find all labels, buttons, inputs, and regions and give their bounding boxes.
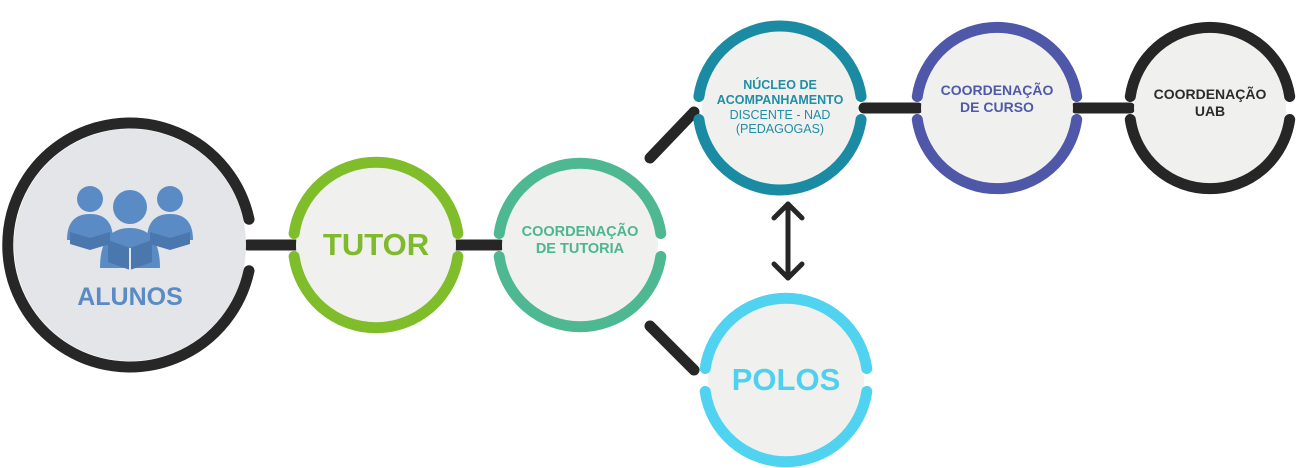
label-subline: DISCENTE - NAD [729, 107, 831, 122]
students-icon [67, 186, 193, 270]
label-tutor: TUTOR [296, 227, 456, 264]
label-line: POLOS [731, 362, 841, 397]
double-arrow-icon [771, 201, 805, 281]
label-line: NÚCLEO DE [743, 78, 817, 92]
label-line: DE TUTORIA [535, 241, 625, 258]
node-polos [699, 292, 873, 468]
label-coord-curso: COORDENAÇÃO DE CURSO [917, 82, 1077, 115]
label-line: COORDENAÇÃO [1153, 86, 1267, 102]
label-alunos: ALUNOS [30, 283, 230, 313]
label-line: COORDENAÇÃO [940, 82, 1054, 98]
node-coord-tutoria [493, 157, 667, 333]
node-nucleo [693, 20, 867, 196]
label-coord-tutoria: COORDENAÇÃO DE TUTORIA [500, 224, 660, 258]
label-line: ALUNOS [77, 283, 183, 311]
label-line: TUTOR [322, 227, 430, 262]
label-line: UAB [1194, 102, 1226, 119]
label-coord-uab: COORDENAÇÃO UAB [1130, 86, 1290, 119]
label-nucleo: NÚCLEO DE ACOMPANHAMENTO DISCENTE - NAD … [700, 78, 860, 137]
node-coord-uab [1124, 21, 1296, 195]
label-line: COORDENAÇÃO [521, 224, 639, 240]
label-subline: (PEDAGOGAS) [735, 122, 825, 137]
label-polos: POLOS [706, 362, 866, 399]
label-line: ACOMPANHAMENTO [716, 92, 844, 107]
label-line: DE CURSO [960, 98, 1034, 115]
connector-coord-tutoria-polos [644, 320, 700, 376]
connector-coord-tutoria-nucleo [644, 106, 700, 164]
node-tutor [288, 156, 464, 334]
node-coord-curso [911, 21, 1083, 195]
